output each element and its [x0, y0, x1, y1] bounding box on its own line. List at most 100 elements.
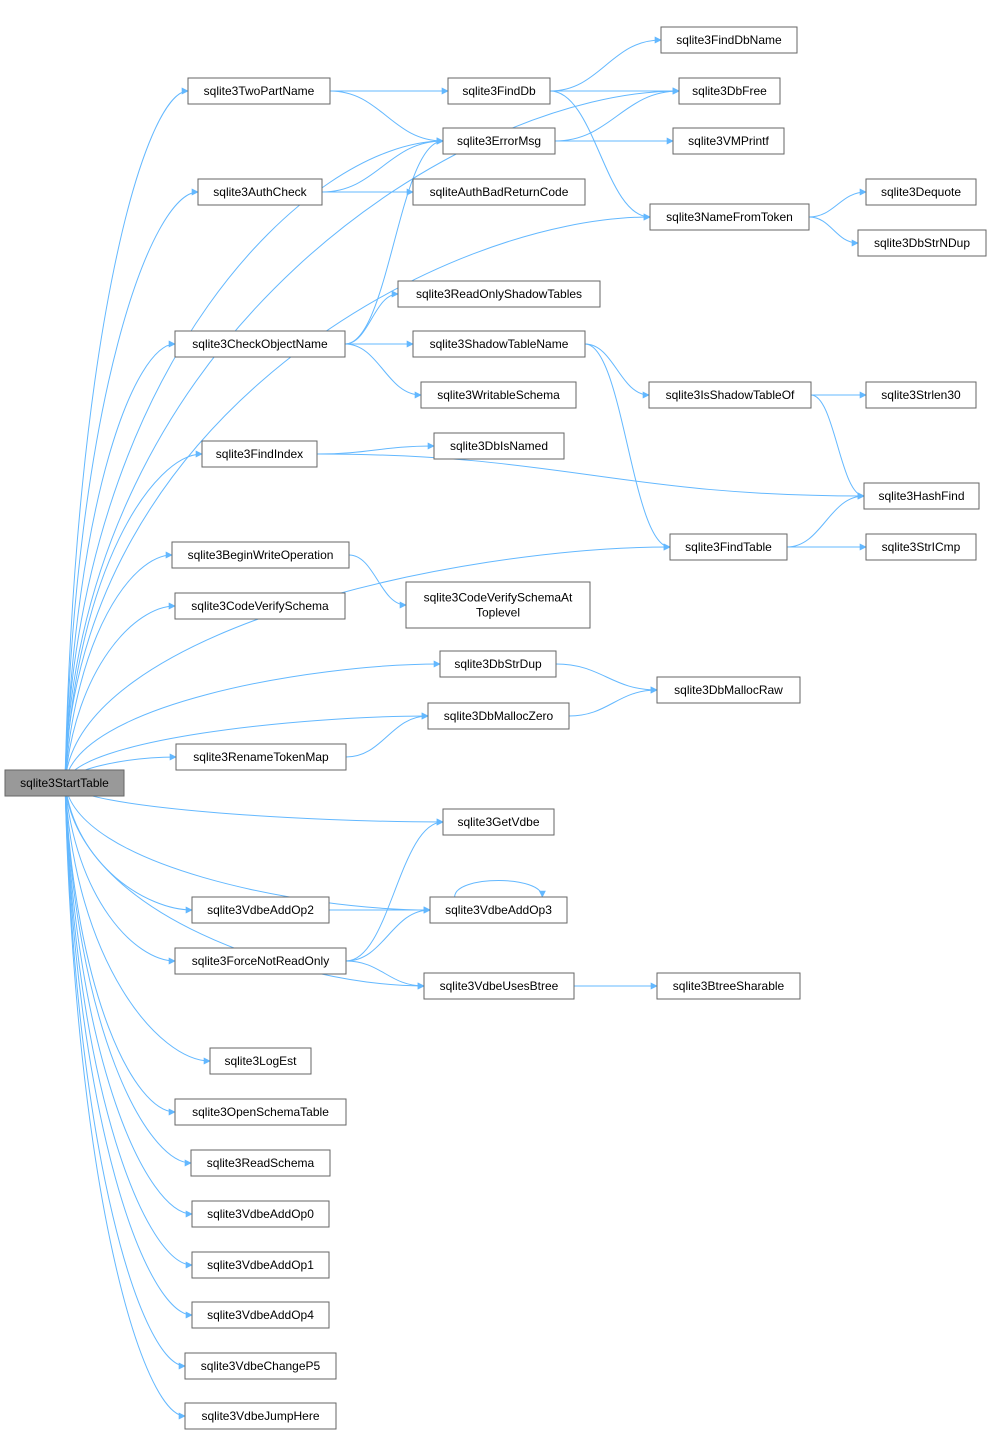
edge-start-to-vdbeaddop1: [64, 782, 193, 1269]
node-isshadowof[interactable]: sqlite3IsShadowTableOf: [648, 381, 812, 409]
node-label-authbad: sqliteAuthBadReturnCode: [430, 185, 569, 199]
node-namefromtoken[interactable]: sqlite3NameFromToken: [649, 203, 810, 231]
node-label-finddb: sqlite3FindDb: [462, 84, 536, 98]
node-box-renametoken: [175, 743, 347, 771]
node-btreesharable[interactable]: sqlite3BtreeSharable: [656, 972, 801, 1000]
node-errormsg[interactable]: sqlite3ErrorMsg: [442, 127, 556, 155]
edge-errormsg-to-dbfree: [554, 87, 680, 142]
node-strlen30[interactable]: sqlite3Strlen30: [865, 381, 977, 409]
node-dbmalloczero[interactable]: sqlite3DbMallocZero: [427, 702, 570, 730]
node-finddb[interactable]: sqlite3FindDb: [447, 77, 551, 105]
node-layer: sqlite3StartTable sqlite3TwoPartName sqlit…: [4, 26, 987, 1430]
node-twopart[interactable]: sqlite3TwoPartName: [187, 77, 331, 105]
edge-shadowname-to-isshadowof: [584, 343, 650, 399]
node-renametoken[interactable]: sqlite3RenameTokenMap: [175, 743, 347, 771]
node-label-codeverify: sqlite3CodeVerifySchema: [191, 599, 329, 613]
edge-checkobj-to-writable: [344, 343, 422, 399]
edge-forcenot-to-vdbeaddop3: [345, 906, 431, 962]
node-jumphere[interactable]: sqlite3VdbeJumpHere: [184, 1402, 337, 1430]
node-label-dbstrndup: sqlite3DbStrNDup: [874, 236, 970, 250]
node-writable[interactable]: sqlite3WritableSchema: [420, 381, 577, 409]
node-box-twopart: [187, 77, 331, 105]
node-box-vdbeaddop4: [191, 1301, 330, 1329]
node-authbad[interactable]: sqliteAuthBadReturnCode: [412, 178, 586, 206]
node-label-vdbeaddop0: sqlite3VdbeAddOp0: [207, 1207, 314, 1221]
node-dbstrndup[interactable]: sqlite3DbStrNDup: [857, 229, 987, 257]
edge-start-to-errormsg: [64, 137, 444, 784]
edge-start-to-authcheck: [64, 188, 199, 784]
node-vdbeaddop4[interactable]: sqlite3VdbeAddOp4: [191, 1301, 330, 1329]
node-label-checkobj: sqlite3CheckObjectName: [192, 337, 328, 351]
node-dequote[interactable]: sqlite3Dequote: [865, 178, 977, 206]
node-readschema[interactable]: sqlite3ReadSchema: [190, 1149, 331, 1177]
node-label-codeverifytop-0: sqlite3CodeVerifySchemaAt: [424, 591, 573, 605]
node-checkobj[interactable]: sqlite3CheckObjectName: [174, 330, 346, 358]
node-box-vdbeaddop2: [191, 896, 330, 924]
node-codeverify[interactable]: sqlite3CodeVerifySchema: [174, 592, 346, 620]
node-start[interactable]: sqlite3StartTable: [4, 769, 125, 797]
node-box-dbmalloczero: [427, 702, 570, 730]
node-label-jumphere: sqlite3VdbeJumpHere: [201, 1409, 319, 1423]
node-label-strlen30: sqlite3Strlen30: [881, 388, 961, 402]
node-dbisnamed[interactable]: sqlite3DbIsNamed: [433, 432, 565, 460]
edge-start-to-logest: [64, 782, 211, 1065]
edge-start-to-findindex: [64, 450, 203, 784]
node-getvdbe[interactable]: sqlite3GetVdbe: [442, 808, 555, 836]
node-label-changep5: sqlite3VdbeChangeP5: [201, 1359, 321, 1373]
node-label-renametoken: sqlite3RenameTokenMap: [193, 750, 329, 764]
node-findtable[interactable]: sqlite3FindTable: [669, 533, 788, 561]
node-box-readschema: [190, 1149, 331, 1177]
node-changep5[interactable]: sqlite3VdbeChangeP5: [184, 1352, 337, 1380]
node-stricmp[interactable]: sqlite3StrICmp: [865, 533, 977, 561]
node-vdbeaddop2[interactable]: sqlite3VdbeAddOp2: [191, 896, 330, 924]
edge-start-to-namefromtoken: [64, 213, 651, 784]
node-vdbeaddop3[interactable]: sqlite3VdbeAddOp3: [429, 896, 568, 924]
edge-start-to-dbmalloczero: [64, 712, 429, 784]
node-vdbeaddop0[interactable]: sqlite3VdbeAddOp0: [191, 1200, 330, 1228]
node-label-vdbeaddop4: sqlite3VdbeAddOp4: [207, 1308, 314, 1322]
node-box-writable: [420, 381, 577, 409]
node-box-dequote: [865, 178, 977, 206]
node-box-vdbeaddop3: [429, 896, 568, 924]
edge-start-to-forcenot: [64, 782, 176, 965]
node-box-dbisnamed: [433, 432, 565, 460]
node-label-openschema: sqlite3OpenSchemaTable: [192, 1105, 329, 1119]
node-box-start: [4, 769, 125, 797]
node-label-beginwrite: sqlite3BeginWriteOperation: [188, 548, 334, 562]
node-openschema[interactable]: sqlite3OpenSchemaTable: [174, 1098, 347, 1126]
node-finddbname[interactable]: sqlite3FindDbName: [660, 26, 798, 54]
node-label-btreesharable: sqlite3BtreeSharable: [673, 979, 785, 993]
node-readonlyshadow[interactable]: sqlite3ReadOnlyShadowTables: [397, 280, 601, 308]
edge-forcenot-to-getvdbe: [345, 818, 444, 962]
node-label-twopart: sqlite3TwoPartName: [204, 84, 315, 98]
node-box-strlen30: [865, 381, 977, 409]
node-authcheck[interactable]: sqlite3AuthCheck: [197, 178, 323, 206]
node-dbfree[interactable]: sqlite3DbFree: [678, 77, 781, 105]
edge-findindex-to-dbisnamed: [316, 442, 435, 455]
node-box-usesbtree: [423, 972, 575, 1000]
node-box-getvdbe: [442, 808, 555, 836]
node-logest[interactable]: sqlite3LogEst: [209, 1047, 312, 1075]
node-findindex[interactable]: sqlite3FindIndex: [201, 440, 318, 468]
node-shadowname[interactable]: sqlite3ShadowTableName: [412, 330, 586, 358]
node-usesbtree[interactable]: sqlite3VdbeUsesBtree: [423, 972, 575, 1000]
node-box-beginwrite: [171, 541, 350, 569]
node-label-finddbname: sqlite3FindDbName: [676, 33, 782, 47]
node-hashfind[interactable]: sqlite3HashFind: [863, 482, 980, 510]
node-box-jumphere: [184, 1402, 337, 1430]
node-box-findtable: [669, 533, 788, 561]
node-label-usesbtree: sqlite3VdbeUsesBtree: [440, 979, 559, 993]
node-vdbeaddop1[interactable]: sqlite3VdbeAddOp1: [191, 1251, 330, 1279]
node-label-vdbeaddop3: sqlite3VdbeAddOp3: [445, 903, 552, 917]
node-box-finddbname: [660, 26, 798, 54]
node-forcenot[interactable]: sqlite3ForceNotReadOnly: [174, 947, 347, 975]
node-vmprintf[interactable]: sqlite3VMPrintf: [672, 127, 785, 155]
node-dbstrdup[interactable]: sqlite3DbStrDup: [439, 650, 557, 678]
node-beginwrite[interactable]: sqlite3BeginWriteOperation: [171, 541, 350, 569]
edge-authcheck-to-errormsg: [321, 137, 444, 193]
node-dbmallocraw[interactable]: sqlite3DbMallocRaw: [656, 676, 801, 704]
node-box-isshadowof: [648, 381, 812, 409]
edge-start-to-dbstrdup: [64, 660, 441, 784]
node-box-authbad: [412, 178, 586, 206]
